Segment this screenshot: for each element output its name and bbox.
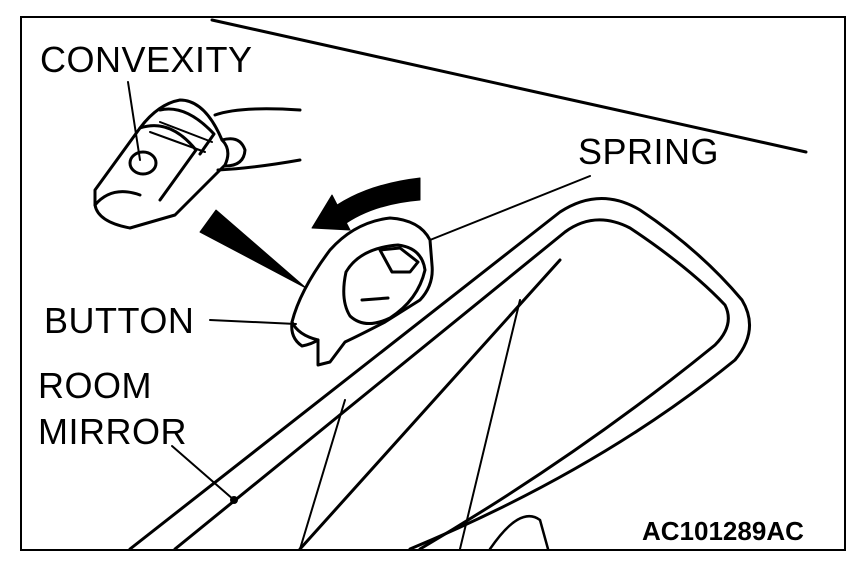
label-convexity: CONVEXITY xyxy=(40,39,253,80)
figure-frame xyxy=(20,16,846,551)
label-button: BUTTON xyxy=(44,300,195,341)
windshield-line xyxy=(210,18,808,154)
label-room: ROOM xyxy=(38,365,152,406)
mirror-leader xyxy=(171,445,235,501)
button-leader xyxy=(209,319,297,325)
label-mirror: MIRROR xyxy=(38,411,187,452)
room-mirror-shape xyxy=(128,197,752,549)
figure-code: AC101289AC xyxy=(642,516,804,546)
mirror-mount-button xyxy=(290,216,434,367)
rotation-arrow-body xyxy=(324,177,421,227)
spring-leader xyxy=(429,175,591,241)
label-spring: SPRING xyxy=(578,131,720,172)
pointer-wedge xyxy=(199,209,307,289)
convexity-detail xyxy=(93,81,302,230)
